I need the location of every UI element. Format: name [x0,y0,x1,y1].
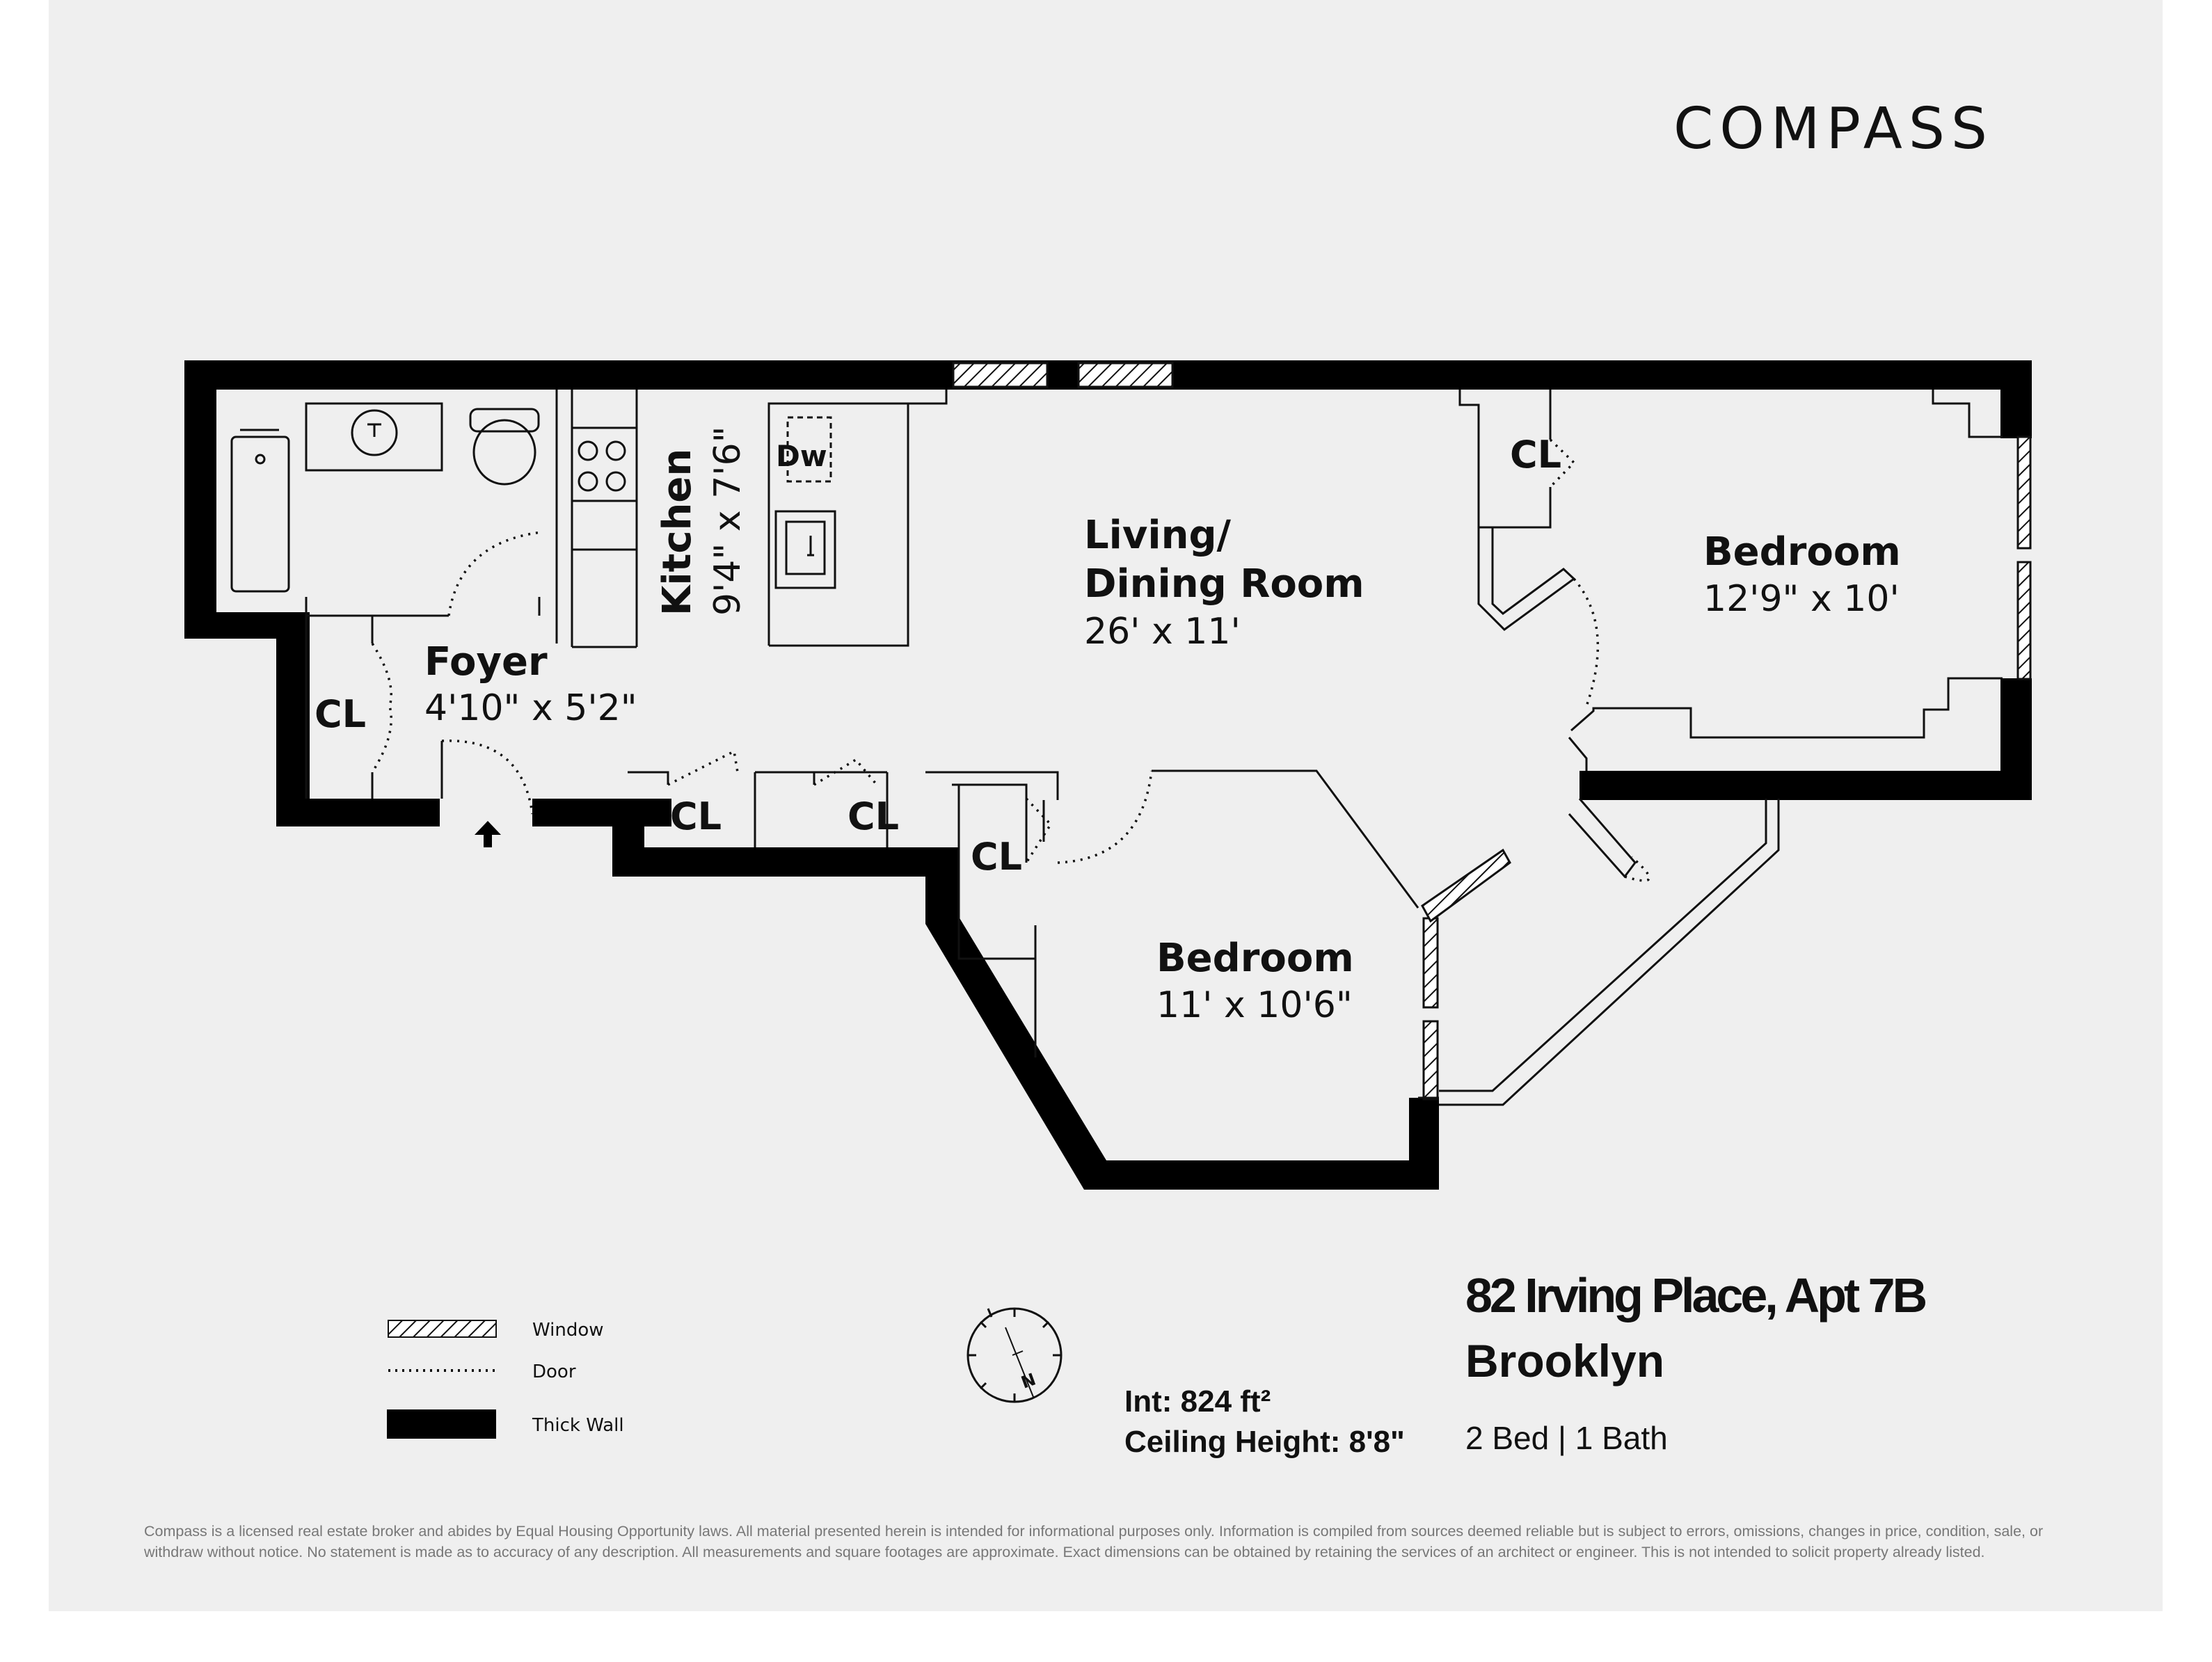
burner-2 [605,440,626,461]
address-line-1: 82 Irving Place, Apt 7B [1465,1268,1927,1323]
sink-tap [807,536,814,557]
dishwasher-label: Dw [776,439,827,473]
bed2-top-wall [1152,769,1419,909]
legend-window-label: Window [532,1320,604,1341]
wall-bedroom1-bottom [1580,771,2032,800]
closet-hall-2: CL [848,794,899,838]
bay-outer [1439,799,1780,1106]
legend-wall-swatch [387,1409,496,1439]
toilet-tank [469,408,540,433]
door-bath [447,531,542,616]
compass-rose: N [966,1307,1063,1403]
wall-right-upper [2000,360,2032,438]
room-bedroom1-dims: 12'9" x 10' [1703,578,1900,620]
compass-needle [1005,1327,1034,1398]
window-bedroom2-lower [1422,1020,1439,1101]
room-living-name-2: Dining Room [1084,561,1364,607]
address-city: Brooklyn [1465,1335,1665,1387]
room-kitchen-dims: 9'4" x 7'6" [707,426,749,616]
wall-bottom-entry [532,799,671,826]
legend-wall-label: Thick Wall [532,1415,624,1436]
door-closet-bed2 [1025,797,1053,863]
door-bedroom1 [1573,577,1600,707]
bed1-left-wall [1477,527,1576,631]
wall-left-upper [184,360,216,639]
window-bedroom2-diagonal [1421,848,1511,923]
legend: Window Door Thick Wall [387,1320,624,1439]
closet-bedroom1: CL [1510,433,1561,477]
door-closet-1 [667,749,739,786]
closet-bed2-lines [957,785,1037,1057]
doors [371,438,1650,882]
legend-door-label: Door [532,1361,576,1382]
foyer-closet-wall [305,616,374,799]
room-labels: Living/ Dining Room 26' x 11' Bedroom 12… [315,426,1901,1026]
room-bedroom1-name: Bedroom [1703,529,1901,575]
kitchen-sink-inner [785,520,826,575]
wall-bedroom2-diagonal [925,847,1106,1190]
room-living-dims: 26' x 11' [1084,611,1241,653]
vanity-tap [367,423,381,437]
closet-hall-1: CL [670,794,722,838]
ceiling-height: Ceiling Height: 8'8" [1124,1425,1405,1459]
compass-ticks [968,1308,1061,1402]
bathtub [230,436,290,593]
burner-3 [578,471,598,492]
door-bed1-closet [1549,438,1576,488]
bed1-door-arc-wall [1568,737,1588,771]
brand-logo: COMPASS [1673,96,1994,162]
kitchen-sink [774,510,836,589]
wall-bedroom2-bottom [1084,1160,1439,1190]
window-bedroom2-upper [1422,917,1439,1009]
door-closet-2 [813,758,878,786]
interior-area: Int: 824 ft² [1124,1384,1271,1419]
compass-north-mark: N [1019,1369,1038,1392]
windows [952,362,2032,1101]
room-foyer-name: Foyer [424,639,548,685]
beds-baths: 2 Bed | 1 Bath [1465,1420,1668,1456]
door-bedroom2 [1057,770,1153,864]
wall-left-lower [276,612,310,826]
room-bedroom2-dims: 11' x 10'6" [1156,984,1353,1026]
room-foyer-dims: 4'10" x 5'2" [424,687,637,729]
door-living-lower [1624,856,1650,882]
window-top-right [1077,362,1174,388]
entry-arrow-stem [484,832,492,847]
kitchen-island [767,390,948,647]
burner-4 [605,471,626,492]
room-kitchen-name: Kitchen [655,449,700,616]
interior-walls [230,390,2003,1106]
bed1-closet [1458,390,1552,529]
bed1-bottom-wall [1570,677,2003,739]
stove [571,426,638,502]
living-lower-walls [1568,798,1637,879]
burner-1 [578,440,598,461]
compass-cross [1012,1350,1024,1356]
disclaimer: Compass is a licensed real estate broker… [144,1523,2044,1560]
closet-bedroom2: CL [971,835,1022,879]
wall-bottom-foyer [276,799,440,826]
vanity-sink [351,409,398,456]
toilet-bowl [472,419,536,486]
entry-arrow-head [475,821,501,835]
window-top-left [952,362,1049,388]
thick-walls [184,360,2032,1190]
closets-row [628,771,1059,847]
tub-drain [255,454,266,465]
bath-vanity [305,402,443,472]
room-bedroom2-name: Bedroom [1156,936,1354,981]
room-living-name: Living/ [1084,513,1232,558]
wall-bedroom2-right [1409,1098,1439,1190]
bed1-right-wall [1932,390,2003,438]
closet-foyer: CL [315,692,366,736]
window-bedroom1-lower [2016,561,2032,680]
door-foyer-closet-top [371,643,392,773]
legend-window-swatch [388,1320,497,1338]
wall-closets-bottom [612,847,946,877]
window-bedroom1-upper [2016,436,2032,550]
dishwasher-box [786,416,832,483]
door-entry [441,740,534,815]
